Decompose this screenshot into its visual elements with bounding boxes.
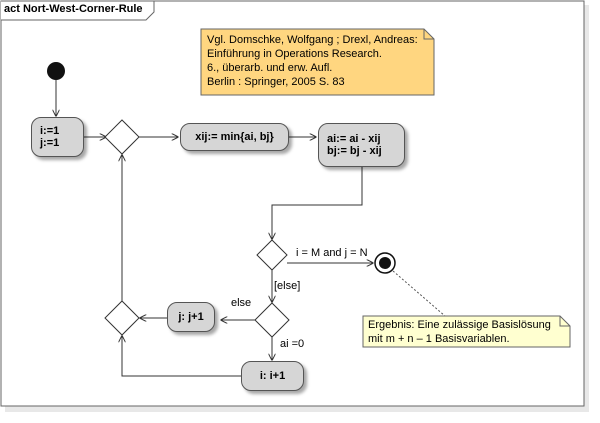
reference-note-line: Einführung in Operations Research. [207,48,382,60]
reference-note-line: Berlin : Springer, 2005 S. 83 [207,76,345,88]
merge-node-bottom [104,300,140,336]
action-init[interactable]: i:=1 j:=1 [31,117,84,157]
action-iinc[interactable]: i: i+1 [241,361,304,391]
action-update-line2: bj:= bj - xij [327,145,382,157]
guard-else: else [231,297,252,309]
action-jinc[interactable]: j: j+1 [167,302,215,332]
initial-node [47,62,65,80]
merge-node-top [104,119,140,155]
final-node-inner [379,257,391,269]
guard-final: i = M and j = N [296,247,368,259]
guard-ai-zero: ai =0 [280,338,305,350]
diagram-title: act Nort-West-Corner-Rule [4,3,143,15]
action-iinc-label: i: i+1 [259,370,286,382]
result-note-line: Ergebnis: Eine zulässige Basislösung [368,319,551,331]
action-xij-label: xij:= min{ai, bj} [195,131,274,143]
guard-else-bracket: [else] [274,280,301,292]
result-note: Ergebnis: Eine zulässige Basislösung mit… [368,318,568,346]
flow-update-to-decision [272,167,363,239]
reference-note: Vgl. Domschke, Wolfgang ; Drexl, Andreas… [207,33,432,89]
flow-iinc-to-merge [122,336,241,377]
result-note-line: mit m + n – 1 Basisvariablen. [368,333,510,345]
action-init-line2: j:=1 [40,137,60,149]
action-update-line1: ai:= ai - xij [327,133,381,145]
action-init-line1: i:=1 [40,125,60,137]
reference-note-line: 6., überarb. und erw. Aufl. [207,62,333,74]
action-update[interactable]: ai:= ai - xij bj:= bj - xij [318,123,405,167]
frame-title-tab [1,0,155,21]
note-connector [392,270,446,317]
action-xij[interactable]: xij:= min{ai, bj} [180,123,289,151]
reference-note-line: Vgl. Domschke, Wolfgang ; Drexl, Andreas… [207,34,418,46]
action-jinc-label: j: j+1 [178,311,204,323]
reference-note-shape [200,28,435,96]
result-note-shape [362,315,571,348]
